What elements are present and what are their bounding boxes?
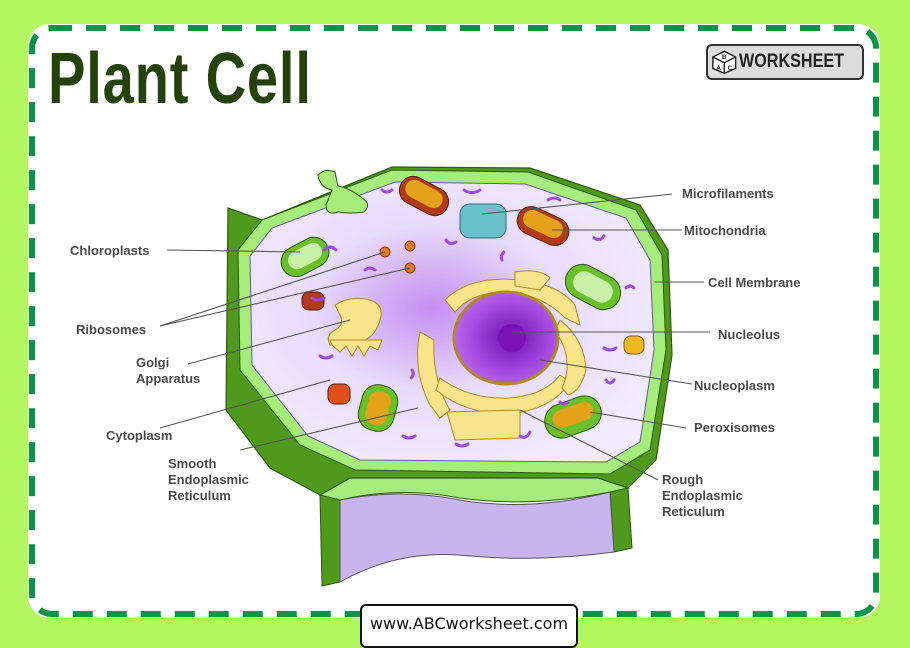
label-smooth-er-line1: Smooth [168,456,216,471]
peroxisome [623,335,645,355]
label-golgi-line1: Golgi [136,355,169,370]
nucleolus [498,324,526,352]
cytoskeleton-fragments [310,188,636,448]
chloroplast [280,236,330,278]
page-title: Plant Cell [48,39,312,119]
label-mitochondria: Mitochondria [684,223,766,238]
peroxisome [327,383,351,405]
cell-cross-section [318,477,633,587]
cube-letter-b: B [722,54,727,61]
mitochondrion [398,175,450,217]
label-rough-er-line1: Rough [662,472,703,487]
cube-letter-c: C [728,65,733,72]
label-microfilaments: Microfilaments [682,186,774,201]
leader-lines [159,193,710,481]
label-rough-er-line3: Reticulum [662,504,725,519]
website-url[interactable]: www.ABCworksheet.com [369,614,569,633]
website-footer[interactable]: www.ABCworksheet.com [360,604,578,648]
label-chloroplasts: Chloroplasts [70,243,149,258]
label-rough-er-line2: Endoplasmic [662,488,743,503]
label-peroxisomes: Peroxisomes [694,420,775,435]
microfilament [459,203,507,239]
abc-worksheet-logo: B A C WORKSHEET [706,44,864,80]
endoplasmic-reticulum [417,270,587,441]
cube-letter-a: A [716,65,721,72]
label-cell-membrane: Cell Membrane [708,275,800,290]
label-smooth-er-line3: Reticulum [168,488,231,503]
chloroplast [544,395,602,439]
label-nucleoplasm: Nucleoplasm [694,378,775,393]
abc-cube-icon: B A C [712,50,737,75]
peroxisome [301,291,325,311]
label-ribosomes: Ribosomes [76,322,146,337]
mitochondrion [516,206,570,246]
chloroplast [564,263,622,311]
label-smooth-er-line2: Endoplasmic [168,472,249,487]
logo-text: WORKSHEET [738,51,844,72]
label-nucleolus: Nucleolus [718,327,780,342]
golgi-apparatus [327,297,383,357]
label-cytoplasm: Cytoplasm [106,428,172,443]
vacuole [317,170,368,214]
ribosome [404,240,416,252]
label-golgi-line2: Apparatus [136,371,200,386]
